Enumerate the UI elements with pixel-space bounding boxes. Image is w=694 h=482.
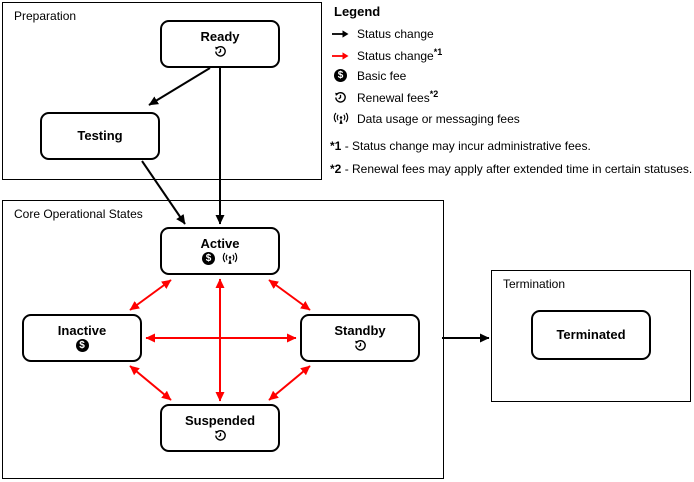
state-ready: Ready (160, 20, 280, 68)
state-active-label: Active (200, 235, 240, 251)
data-usage-icon (222, 252, 238, 264)
group-core-operational-states: Core Operational States (2, 200, 444, 479)
state-testing-label: Testing (77, 128, 123, 143)
status-change-fee-arrow-icon (332, 51, 349, 61)
legend-title: Legend (334, 4, 381, 19)
state-terminated-label: Terminated (556, 327, 626, 342)
status-change-arrow-icon (332, 29, 349, 39)
state-testing: Testing (40, 112, 160, 160)
group-preparation-label: Preparation (14, 9, 77, 23)
legend-item-status-change-fee: Status change*1 (332, 47, 442, 64)
state-standby: Standby (300, 314, 420, 362)
renewal-fees-icon (354, 340, 366, 351)
legend-item-data-usage: Data usage or messaging fees (332, 110, 520, 127)
legend-footnote-1: *1 - Status change may incur administrat… (330, 139, 591, 153)
basic-fee-icon: $ (75, 339, 89, 352)
state-ready-label: Ready (200, 28, 240, 44)
group-termination: Termination (491, 270, 691, 402)
renewal-fees-icon (214, 430, 226, 441)
legend-item-basic-fee: $ Basic fee (332, 67, 406, 84)
state-inactive: Inactive $ (22, 314, 142, 362)
legend-item-renewal-fees: Renewal fees*2 (332, 89, 438, 106)
renewal-fees-icon (214, 46, 226, 57)
state-active: Active $ (160, 227, 280, 275)
group-core-label: Core Operational States (14, 207, 143, 221)
legend-footnote-2: *2 - Renewal fees may apply after extend… (330, 162, 693, 176)
group-termination-label: Termination (503, 277, 566, 291)
state-inactive-label: Inactive (57, 322, 107, 338)
state-terminated: Terminated (531, 310, 651, 360)
basic-fee-icon: $ (332, 69, 349, 82)
renewal-fees-icon (332, 91, 349, 104)
basic-fee-icon: $ (202, 252, 215, 265)
state-standby-label: Standby (334, 322, 386, 338)
data-usage-icon (332, 112, 349, 125)
state-suspended: Suspended (160, 404, 280, 452)
state-suspended-label: Suspended (184, 412, 256, 428)
legend-item-status-change: Status change (332, 25, 434, 42)
